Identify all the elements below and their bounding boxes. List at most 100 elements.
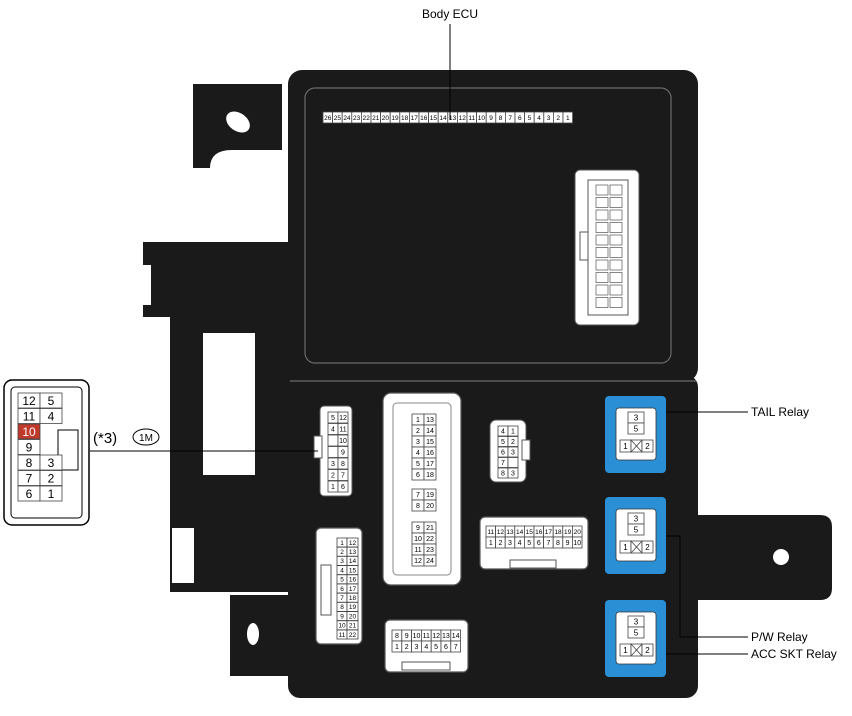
pin-number: 8 xyxy=(501,471,505,478)
pin-number: 3 xyxy=(634,617,639,626)
pin-number: 24 xyxy=(426,558,434,565)
pin-cell: 17 xyxy=(423,457,437,470)
pin-cell: 8 xyxy=(337,457,349,470)
pin-cell: 5 xyxy=(524,536,535,549)
mounting-hole xyxy=(226,111,250,133)
pin-cell: 2 xyxy=(401,640,412,653)
pin-number: 12 xyxy=(349,540,357,547)
relay-pin: 1 xyxy=(619,643,632,657)
pin-number: 17 xyxy=(349,586,357,593)
label-pw-relay: P/W Relay xyxy=(751,630,808,644)
pin-number: 6 xyxy=(341,484,345,491)
pin-cell: 12 xyxy=(17,392,41,409)
pin-number: 13 xyxy=(449,115,457,122)
relay-pin: 2 xyxy=(641,643,654,657)
pin-cell: 20 xyxy=(346,611,359,621)
pin-number: 2 xyxy=(556,115,560,122)
pin-cell: 2 xyxy=(39,470,63,486)
pin-number: 3 xyxy=(48,456,55,470)
pin-number: 4 xyxy=(48,409,55,423)
pin-cell: 6 xyxy=(337,480,349,493)
ecu-pin: 25 xyxy=(332,111,343,124)
pin-cell: 9 xyxy=(562,536,573,549)
pin-cell: 16 xyxy=(423,446,437,459)
pin-number: 6 xyxy=(537,540,541,547)
pin-number: 6 xyxy=(26,487,33,501)
pin-number: 3 xyxy=(416,439,420,446)
pin-number: 12 xyxy=(339,415,347,422)
pin-cell: 8 xyxy=(391,629,403,642)
highlighted-pin: 10 xyxy=(17,423,41,440)
pin-number: 22 xyxy=(426,536,434,543)
pin-cell: 5 xyxy=(327,411,339,424)
pin-cell: 10 xyxy=(572,536,583,549)
pin-number: 17 xyxy=(426,461,434,468)
pin-number: 15 xyxy=(426,439,434,446)
pin-cell: 4 xyxy=(420,640,432,653)
pin-cell: 1 xyxy=(411,413,425,426)
pin-number: 5 xyxy=(340,577,344,584)
ecu-pin: 24 xyxy=(341,111,353,124)
pin-number: 20 xyxy=(426,503,434,510)
pin-number: 8 xyxy=(341,461,345,468)
relay-x-cell xyxy=(630,540,643,554)
relay-pin: 5 xyxy=(627,626,645,639)
ecu-pin: 16 xyxy=(418,111,430,124)
pin-number: 14 xyxy=(516,529,524,536)
pin-cell: 14 xyxy=(423,424,437,437)
pin-number: 18 xyxy=(426,472,434,479)
pin-cell: 6 xyxy=(533,536,545,549)
pin-number: 15 xyxy=(430,115,438,122)
pin-number: 12 xyxy=(414,558,422,565)
pin-cell xyxy=(609,297,623,308)
pin-number: 12 xyxy=(497,529,505,536)
relay-pin: 3 xyxy=(627,615,645,628)
pin-cell: 7 xyxy=(450,640,461,653)
pin-number: 7 xyxy=(26,471,33,485)
pin-cell xyxy=(595,272,609,283)
pin-number: 5 xyxy=(634,525,639,534)
pin-cell xyxy=(609,247,623,258)
pin-number: 7 xyxy=(340,595,344,602)
pin-number: 14 xyxy=(426,428,434,435)
pin-cell: 2 xyxy=(507,436,519,447)
pin-cell: 5 xyxy=(411,457,425,470)
pin-number: 1 xyxy=(395,644,399,651)
pin-number: 14 xyxy=(439,115,447,122)
pin-cell: 15 xyxy=(524,525,535,538)
pin-number: 8 xyxy=(26,456,33,470)
pin-number: 10 xyxy=(338,623,346,630)
pin-number: 16 xyxy=(535,529,543,536)
pin-number: 16 xyxy=(349,577,357,584)
pin-cell: 7 xyxy=(411,488,425,501)
pin-cell: 5 xyxy=(497,436,509,447)
pin-cell: 3 xyxy=(39,454,63,471)
pin-number: 1 xyxy=(340,540,344,547)
ecu-pin: 7 xyxy=(504,111,516,124)
pin-number: 19 xyxy=(349,604,357,611)
pin-cell: 1 xyxy=(485,536,497,549)
pin-number: 12 xyxy=(459,115,467,122)
pin-number: 9 xyxy=(26,440,33,454)
relay-pin: 5 xyxy=(627,422,645,435)
pin-number: 11 xyxy=(468,115,475,122)
pin-cell: 11 xyxy=(420,629,432,642)
pin-cell: 2 xyxy=(336,546,348,557)
pin-number: 9 xyxy=(341,450,345,457)
connector-code-badge: 1M xyxy=(132,428,160,446)
pin-number: 3 xyxy=(331,461,335,468)
left-cut-1 xyxy=(143,265,151,305)
pin-cell: 5 xyxy=(430,640,442,653)
pin-cell: 16 xyxy=(346,574,359,585)
pin-cell: 3 xyxy=(411,435,425,448)
pin-number: 10 xyxy=(339,438,347,445)
pin-number: 20 xyxy=(349,613,357,620)
pin-cell: 14 xyxy=(450,629,461,642)
pin-number: 23 xyxy=(426,547,434,554)
pin-number: 20 xyxy=(382,115,390,122)
pin-number: 5 xyxy=(634,628,639,637)
ecu-face-outline xyxy=(304,87,672,364)
